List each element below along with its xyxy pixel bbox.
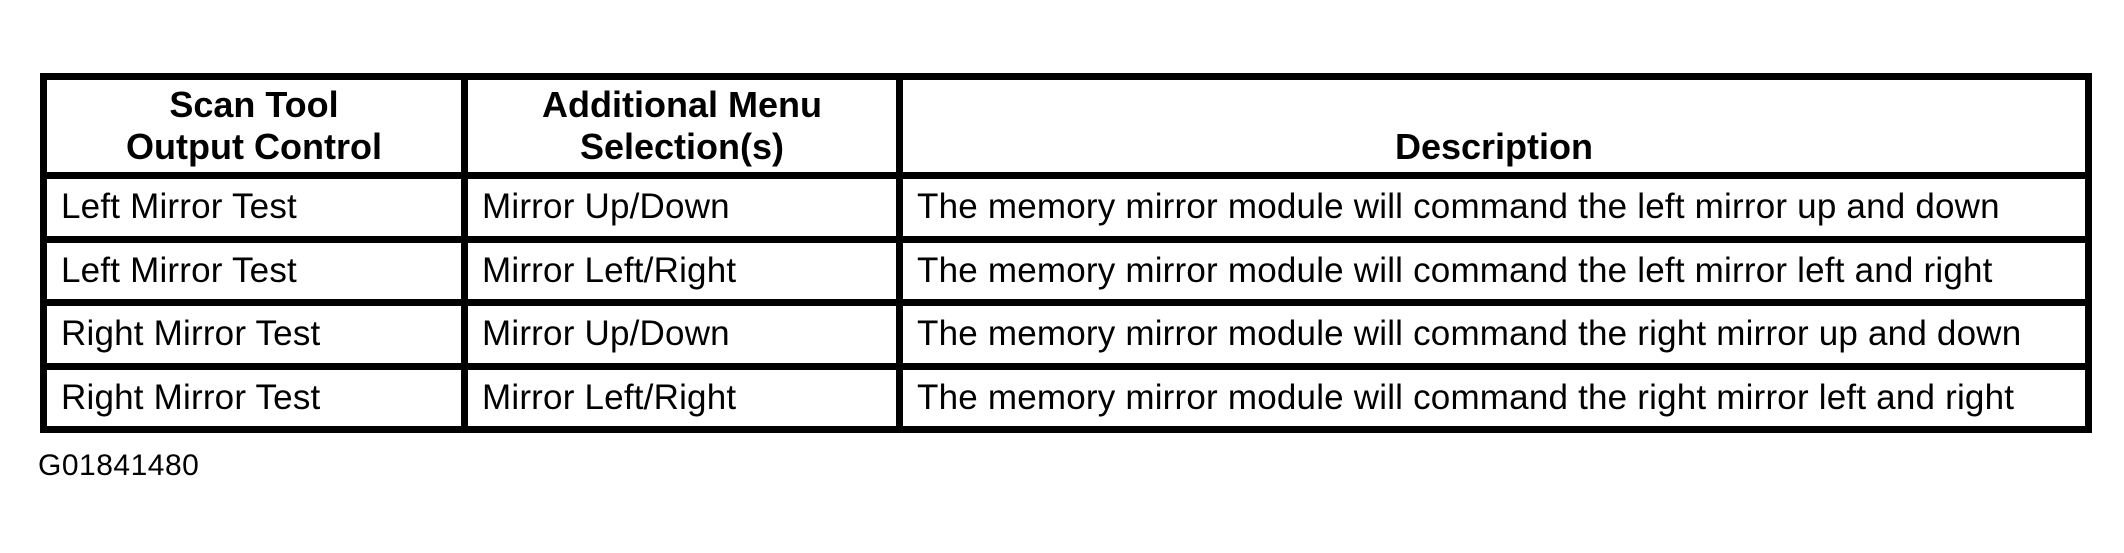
cell-output-control: Left Mirror Test xyxy=(47,242,468,299)
header-line: Scan Tool xyxy=(169,84,339,125)
cell-menu-selection: Mirror Left/Right xyxy=(468,242,903,299)
cell-menu-selection: Mirror Up/Down xyxy=(468,179,903,236)
cell-output-control: Right Mirror Test xyxy=(47,369,468,426)
table-row: Right Mirror Test Mirror Left/Right The … xyxy=(47,362,2085,426)
cell-menu-selection: Mirror Up/Down xyxy=(468,306,903,363)
cell-description: The memory mirror module will command th… xyxy=(917,250,1993,290)
header-line: Selection(s) xyxy=(579,126,785,167)
cell-description: The memory mirror module will command th… xyxy=(917,377,2015,417)
figure-id: G01841480 xyxy=(38,449,200,482)
header-line: Output Control xyxy=(126,126,382,167)
column-header-additional-menu-selections: Additional Menu Selection(s) xyxy=(468,80,903,172)
cell-output-control: Left Mirror Test xyxy=(47,179,468,236)
table-row: Left Mirror Test Mirror Left/Right The m… xyxy=(47,235,2085,299)
header-line xyxy=(1395,84,1593,126)
header-line: Additional Menu xyxy=(542,84,822,125)
cell-menu-selection: Mirror Left/Right xyxy=(468,369,903,426)
scan-tool-output-control-table: Scan Tool Output Control Additional Menu… xyxy=(40,73,2092,433)
column-header-description: Description xyxy=(903,80,2085,172)
cell-output-control: Right Mirror Test xyxy=(47,306,468,363)
cell-description: The memory mirror module will command th… xyxy=(917,187,2000,227)
table-row: Left Mirror Test Mirror Up/Down The memo… xyxy=(47,172,2085,236)
table-header-row: Scan Tool Output Control Additional Menu… xyxy=(47,80,2085,172)
cell-description: The memory mirror module will command th… xyxy=(917,314,2022,354)
table-row: Right Mirror Test Mirror Up/Down The mem… xyxy=(47,299,2085,363)
column-header-scan-tool-output-control: Scan Tool Output Control xyxy=(47,80,468,172)
header-line: Description xyxy=(1394,126,1594,167)
